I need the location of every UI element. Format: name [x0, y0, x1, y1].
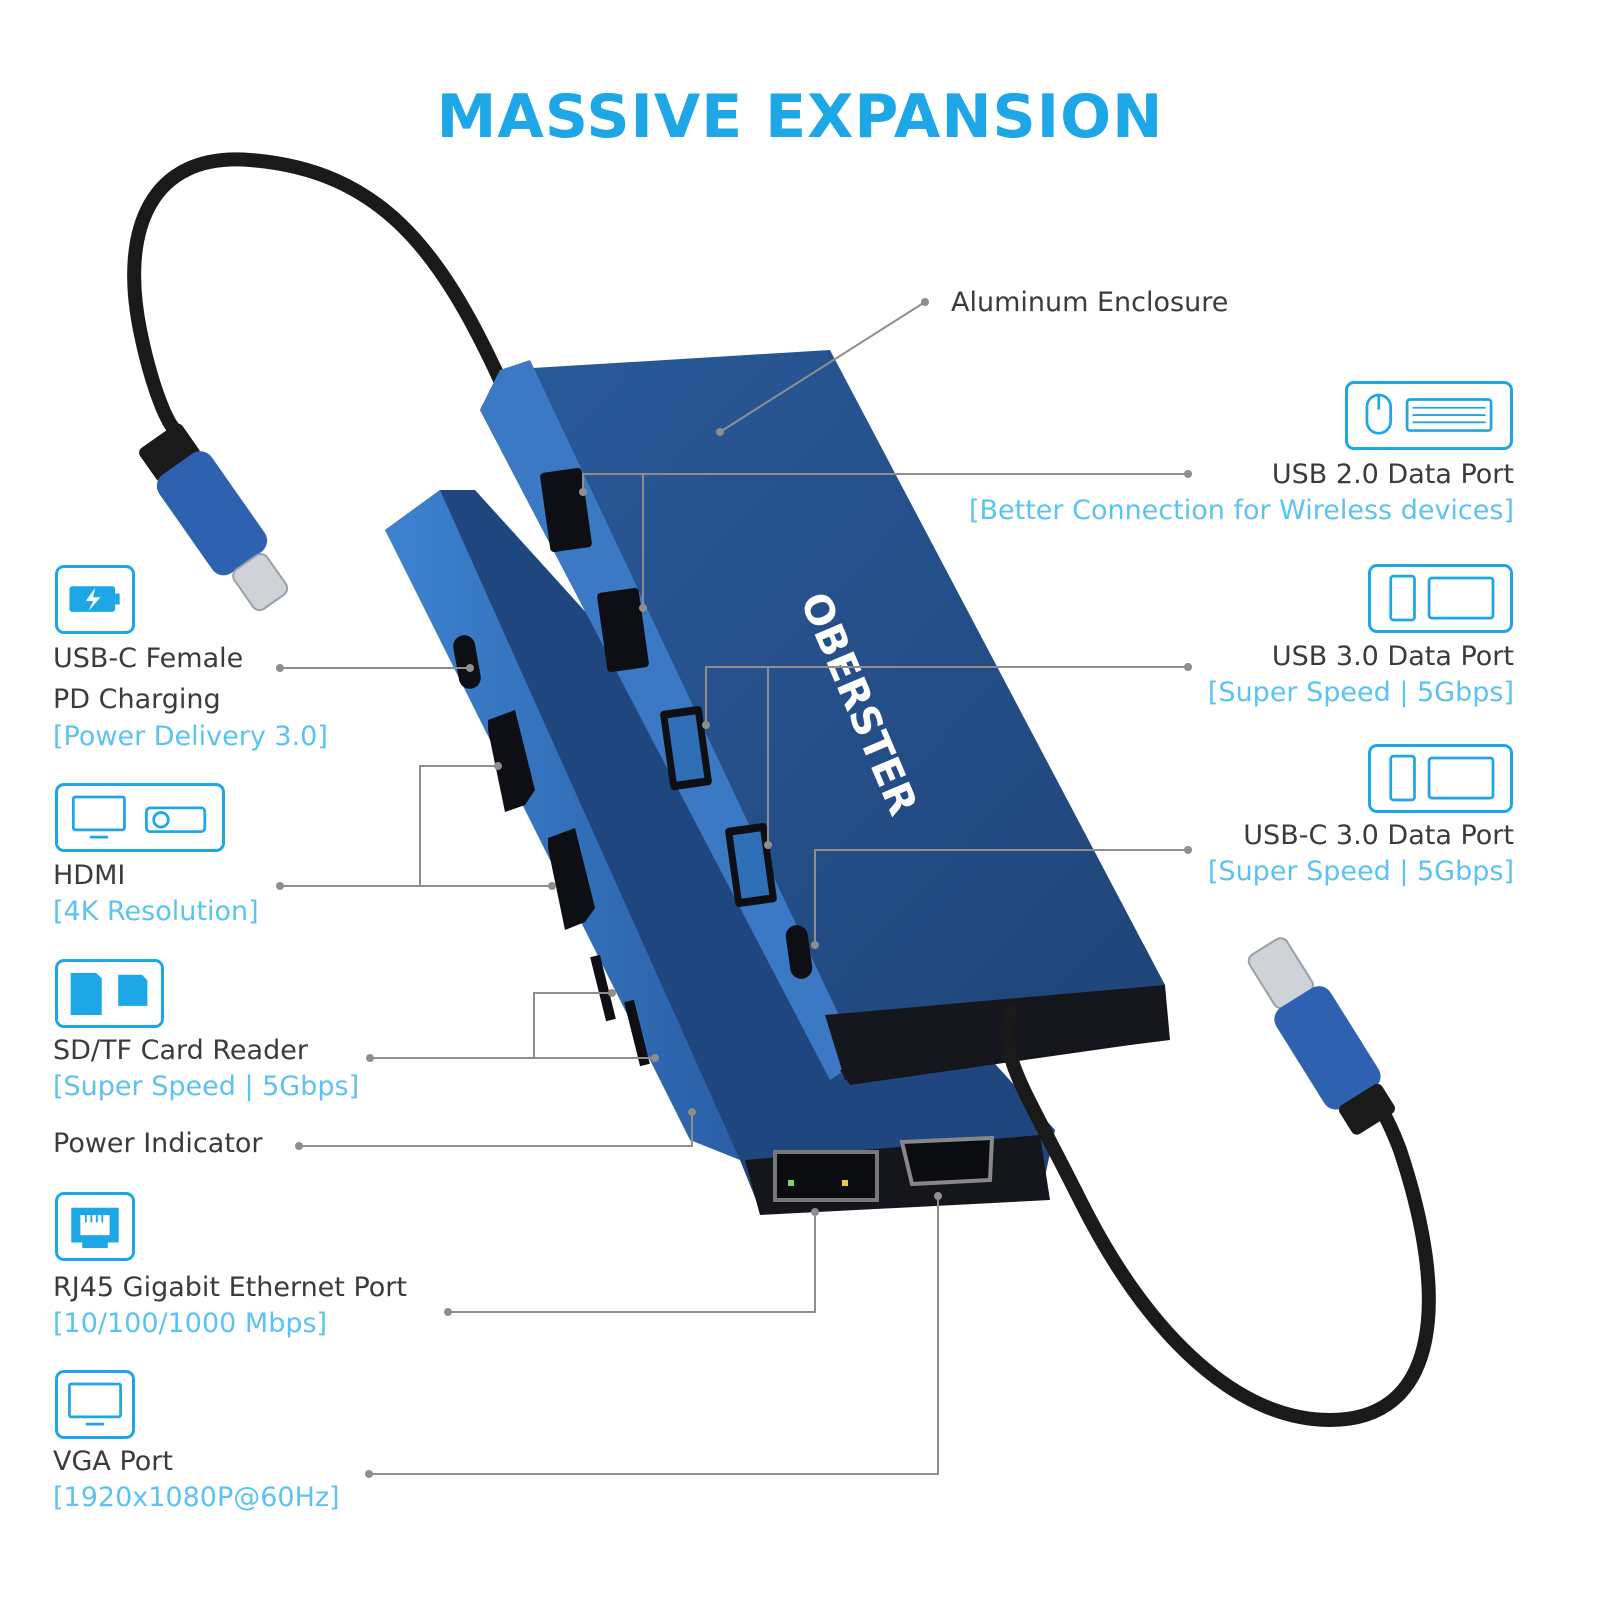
rj45-label: RJ45 Gigabit Ethernet Port	[53, 1272, 407, 1303]
hdmi-port-b	[548, 828, 595, 930]
power-indicator-label: Power Indicator	[53, 1128, 263, 1159]
mouse-keyboard-icon	[1345, 381, 1513, 450]
sd-slot	[590, 954, 616, 1022]
usb2-label: USB 2.0 Data Port	[1271, 459, 1514, 490]
usbc3-label: USB-C 3.0 Data Port	[1243, 820, 1514, 851]
monitor-icon	[55, 1370, 135, 1439]
leader-lines	[280, 301, 1188, 1475]
vga-sub: [1920x1080P@60Hz]	[53, 1482, 340, 1513]
usbc3-port	[785, 925, 813, 979]
usb2-port-b	[597, 587, 649, 673]
usbc-pd-label-2: PD Charging	[53, 684, 221, 715]
usbc3-sub: [Super Speed | 5Gbps]	[1207, 856, 1514, 887]
sd-tf-label: SD/TF Card Reader	[53, 1035, 308, 1066]
usb2-sub: [Better Connection for Wireless devices]	[968, 495, 1514, 526]
usb3-label: USB 3.0 Data Port	[1271, 641, 1514, 672]
battery-charging-icon	[55, 565, 135, 634]
upper-hub-bottom	[825, 985, 1170, 1080]
enclosure-label: Aluminum Enclosure	[951, 287, 1229, 318]
rj45-port	[773, 1150, 879, 1202]
usb3-sub: [Super Speed | 5Gbps]	[1207, 677, 1514, 708]
leader-dots	[276, 298, 1192, 1478]
ethernet-port-icon	[55, 1192, 135, 1261]
usbc-pd-label-1: USB-C Female	[53, 643, 244, 674]
hdmi-label: HDMI	[53, 860, 126, 891]
rj45-sub: [10/100/1000 Mbps]	[53, 1308, 328, 1339]
hdmi-port-a	[488, 710, 535, 812]
sd-tf-sub: [Super Speed | 5Gbps]	[53, 1071, 360, 1102]
usbc-pd-port	[453, 635, 481, 689]
bottom-cable	[1000, 1003, 1436, 1428]
usbc-pd-sub: [Power Delivery 3.0]	[53, 721, 328, 752]
phone-tablet-icon	[1368, 744, 1513, 813]
top-usbc-plug	[139, 423, 289, 612]
top-cable	[127, 152, 507, 437]
sd-tf-card-icon	[55, 959, 164, 1028]
bottom-usbc-plug	[1247, 937, 1395, 1135]
upper-hub-body	[480, 350, 1165, 1080]
tf-slot	[624, 999, 650, 1067]
usb2-port-a	[540, 467, 592, 553]
vga-label: VGA Port	[53, 1446, 173, 1477]
hdmi-sub: [4K Resolution]	[53, 896, 259, 927]
page-title: MASSIVE EXPANSION	[436, 82, 1164, 152]
phone-tablet-icon	[1368, 564, 1513, 633]
vga-port	[899, 1135, 995, 1187]
monitor-projector-icon	[55, 783, 225, 852]
